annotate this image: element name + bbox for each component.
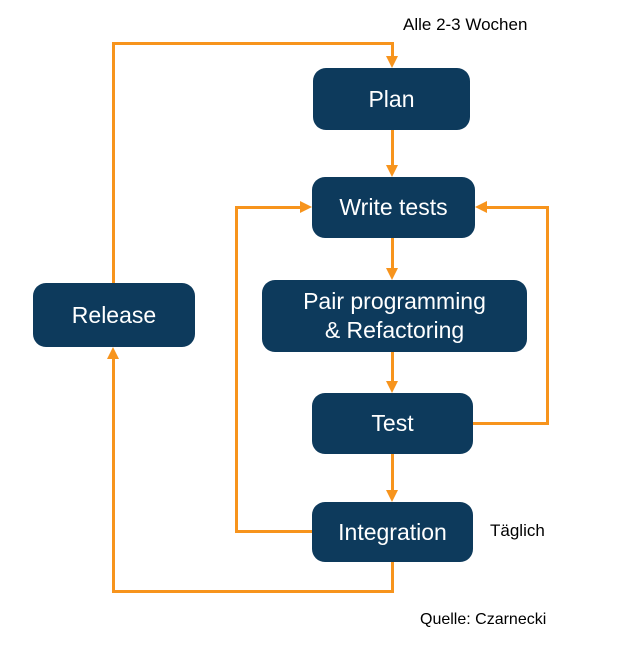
node-pair-programming-label: Pair programming & Refactoring — [303, 288, 486, 343]
arrow-pair-programming-to-test — [391, 352, 394, 383]
node-write-tests: Write tests — [312, 177, 475, 238]
arrowhead-into-write-tests-top-icon — [386, 165, 398, 177]
node-integration-label: Integration — [338, 518, 447, 545]
node-test: Test — [312, 393, 473, 454]
arrow-plan-to-write-tests — [391, 130, 394, 167]
arrowhead-into-pair-programming-icon — [386, 268, 398, 280]
arrow-integration-to-write-tests-horizontal-top — [238, 206, 300, 209]
arrow-release-to-plan-horizontal-top — [112, 42, 394, 45]
node-release: Release — [33, 283, 195, 347]
arrow-test-to-write-tests-horizontal-top — [487, 206, 549, 209]
arrow-release-to-plan-vertical-drop — [391, 42, 394, 58]
cycle-duration-label: Alle 2-3 Wochen — [403, 15, 528, 34]
arrowhead-into-integration-icon — [386, 490, 398, 502]
arrow-write-tests-to-pair-programming — [391, 238, 394, 270]
source-attribution: Quelle: Czarnecki — [420, 611, 547, 628]
arrow-release-to-plan-vertical-left — [112, 42, 115, 283]
node-integration: Integration — [312, 502, 473, 562]
node-release-label: Release — [71, 301, 157, 328]
arrowhead-into-test-icon — [386, 381, 398, 393]
arrow-integration-to-write-tests-vertical — [235, 206, 238, 533]
arrowhead-into-release-icon — [107, 347, 119, 359]
node-test-label: Test — [371, 410, 414, 437]
arrow-integration-to-release-horizontal-bottom — [112, 590, 394, 593]
daily-label: Täglich — [490, 521, 545, 540]
arrow-integration-to-release-vertical-drop — [391, 562, 394, 593]
arrowhead-into-write-tests-right-icon — [475, 201, 487, 213]
arrowhead-into-write-tests-left-icon — [300, 201, 312, 213]
node-plan-label: Plan — [368, 85, 415, 112]
node-plan: Plan — [313, 68, 470, 130]
node-pair-programming: Pair programming & Refactoring — [262, 280, 527, 352]
arrow-integration-to-write-tests-horizontal-bottom — [235, 530, 312, 533]
arrow-test-to-write-tests-horizontal-bottom — [473, 422, 549, 425]
node-write-tests-label: Write tests — [339, 194, 448, 221]
arrowhead-into-plan-icon — [386, 56, 398, 68]
arrow-integration-to-release-vertical-rise — [112, 359, 115, 593]
arrow-test-to-integration — [391, 454, 394, 492]
arrow-test-to-write-tests-vertical — [546, 206, 549, 425]
